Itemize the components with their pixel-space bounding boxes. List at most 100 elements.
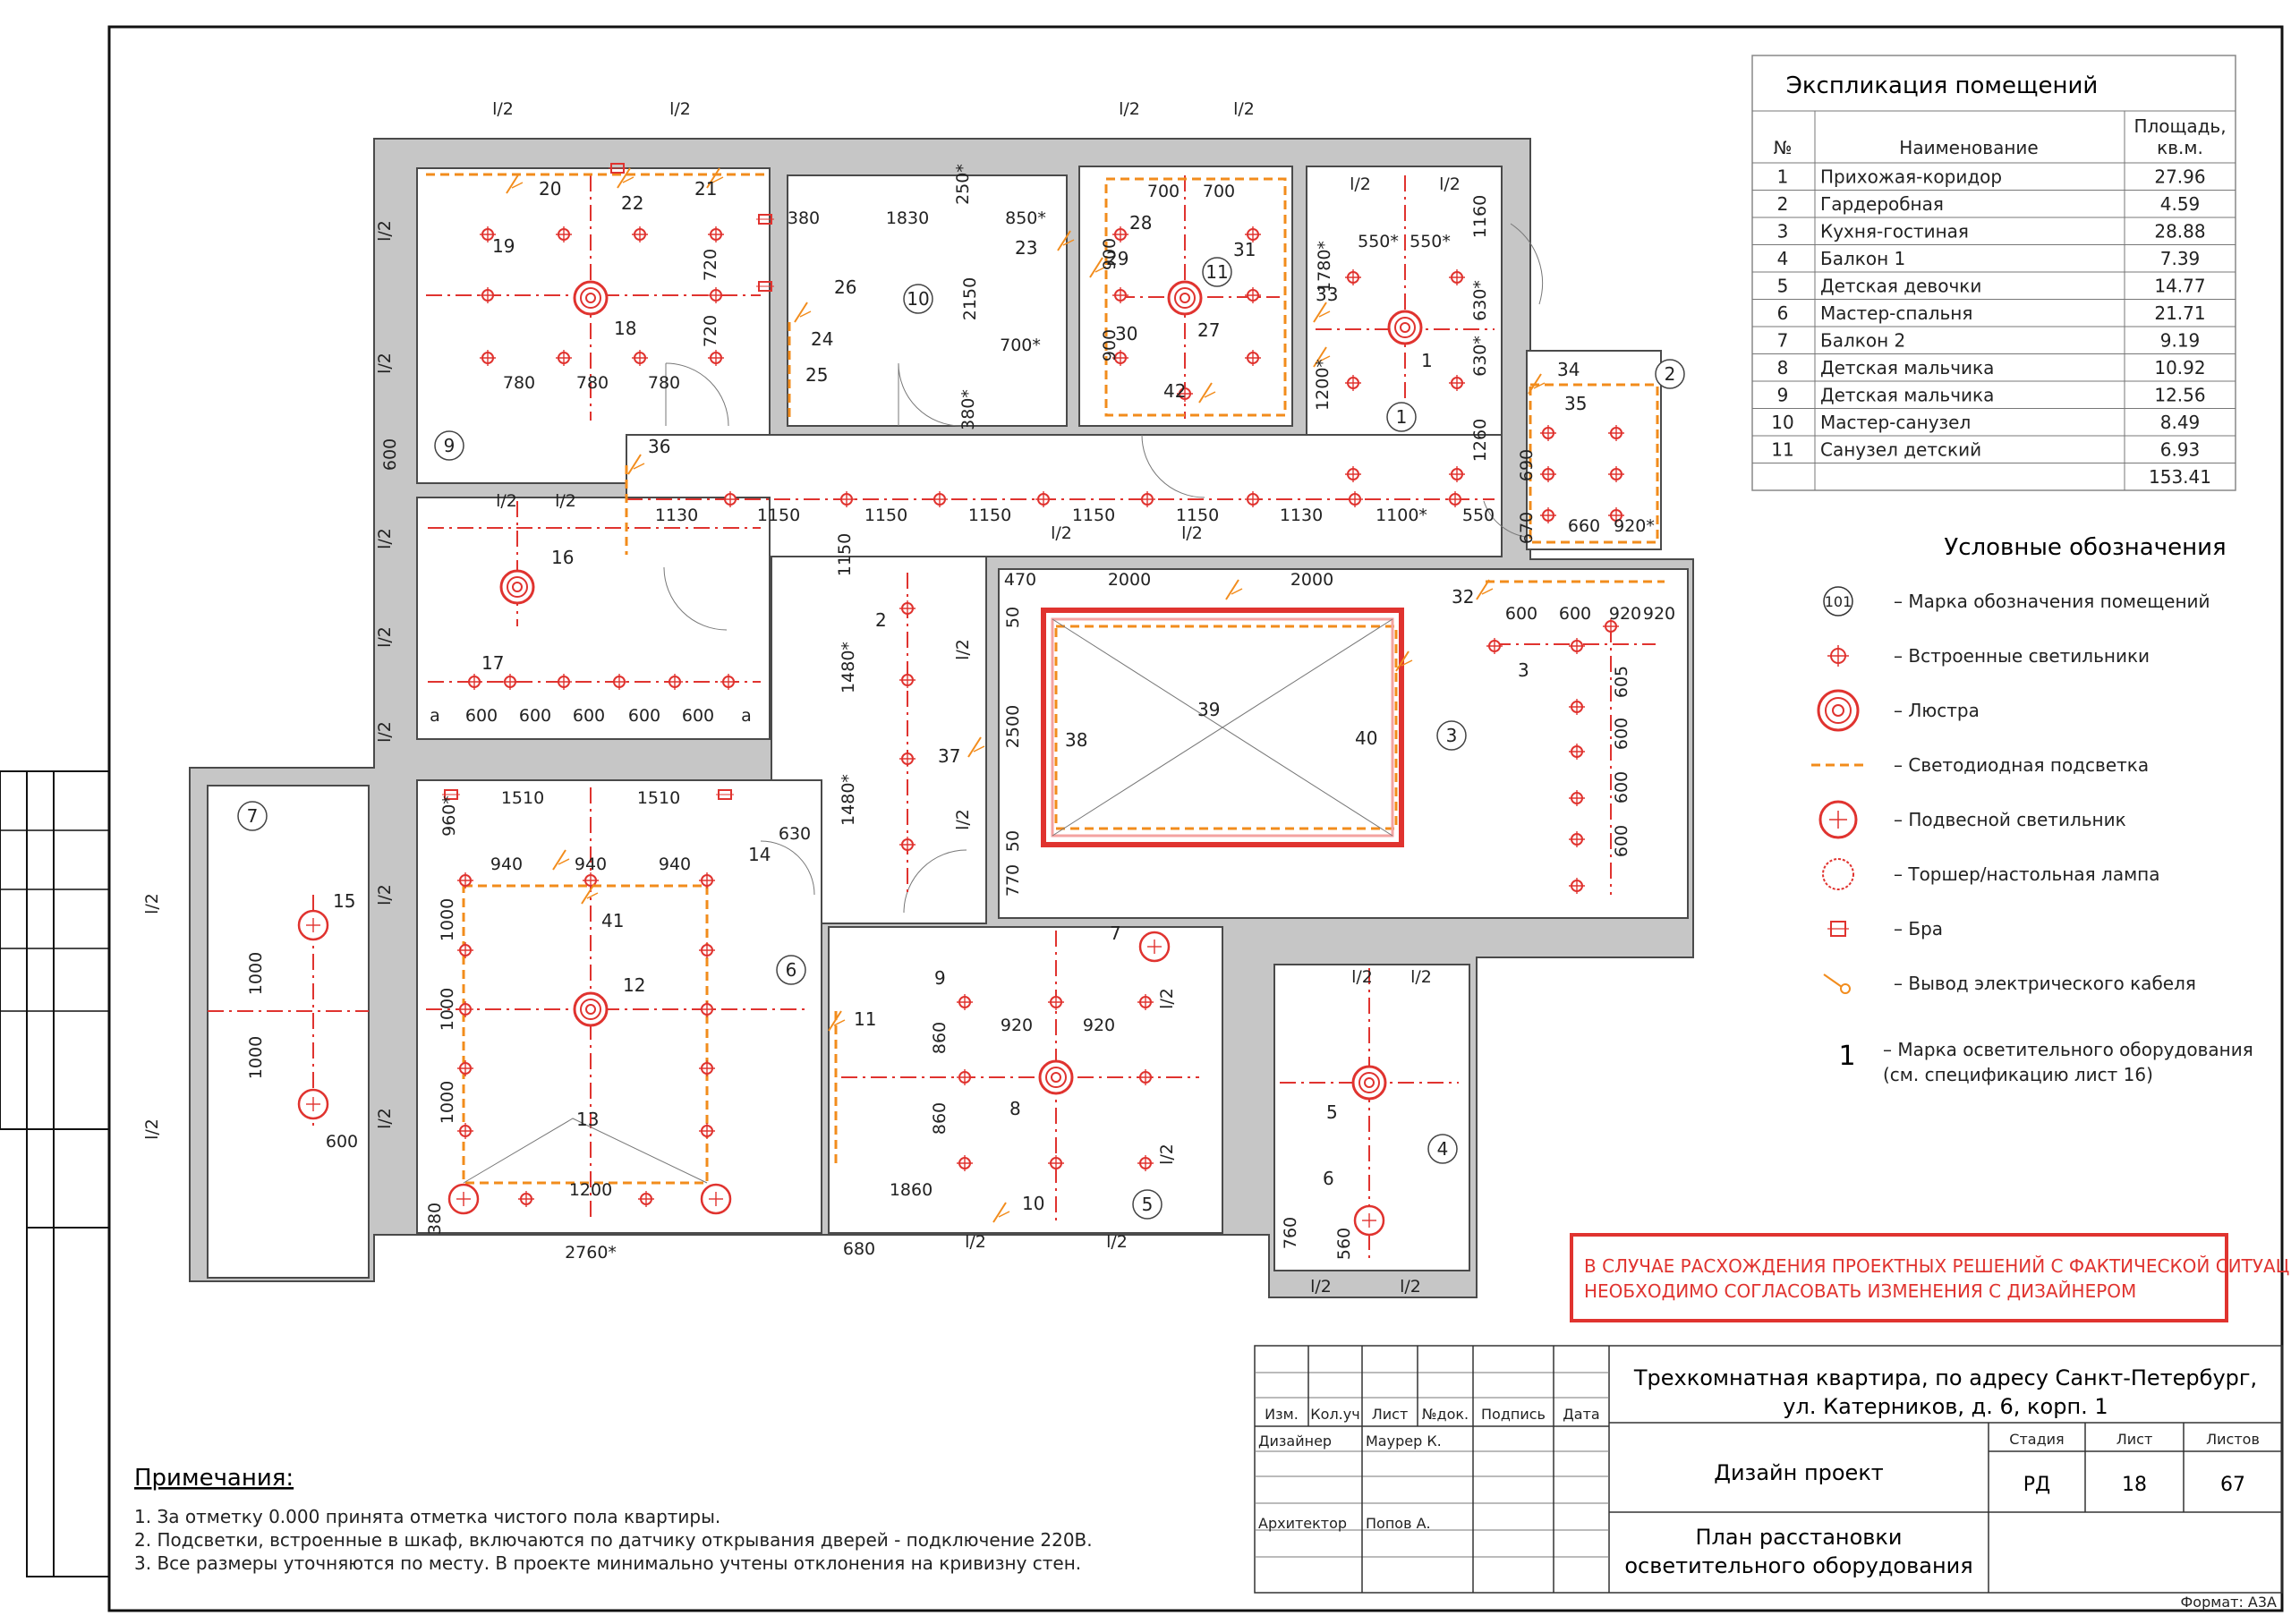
dimension-label: 1160	[1470, 195, 1490, 238]
explication-row-area: 14.77	[2154, 276, 2205, 297]
dimension-label: 560	[1334, 1228, 1354, 1260]
note-1: 1. За отметку 0.000 принята отметка чист…	[134, 1506, 720, 1527]
dimension-label: 2760*	[565, 1243, 617, 1263]
dimension-label: 1150	[757, 506, 800, 525]
recessed-light-icon	[1112, 226, 1128, 242]
fixture-mark-33: 33	[1316, 284, 1338, 305]
cable-outlet-icon	[1313, 302, 1331, 323]
fixture-mark-16: 16	[551, 547, 574, 568]
dimension-label: l/2	[669, 99, 691, 119]
dimension-label: 1150	[864, 506, 907, 525]
fixture-mark-14: 14	[748, 844, 771, 865]
dimension-label: 1000	[438, 1081, 457, 1124]
dimension-label: 920*	[1614, 516, 1655, 536]
fixture-mark-32: 32	[1452, 586, 1474, 608]
led-strips	[426, 173, 1665, 1185]
explication-col-area-2: кв.м.	[2157, 137, 2203, 158]
recessed-light-icon	[1608, 507, 1624, 523]
dimension-label: 900	[1100, 329, 1120, 361]
legend-label: – Люстра	[1894, 700, 1980, 721]
project-line-1: Трехкомнатная квартира, по адресу Санкт-…	[1633, 1365, 2257, 1390]
chandelier-icon	[1817, 689, 1860, 732]
recessed-light-icon	[1603, 618, 1619, 634]
dimension-label: 600	[1612, 825, 1631, 857]
dimension-label: 1130	[1280, 506, 1323, 525]
dimension-label: 780	[648, 373, 680, 393]
axis-half-label: l/2	[953, 639, 973, 660]
pendant-light-icon	[297, 909, 329, 941]
recessed-light-icon	[611, 674, 627, 690]
fixture-mark-29: 29	[1106, 248, 1128, 269]
recessed-light-icon	[632, 350, 648, 366]
explication-row-no: 3	[1777, 221, 1789, 242]
explication-row-no: 2	[1777, 193, 1789, 215]
col-sheets: Листов	[2206, 1431, 2260, 1448]
axis-half-label: l/2	[375, 528, 395, 549]
room-mark-circle	[1655, 359, 1685, 389]
recessed-light-icon	[480, 287, 496, 303]
explication-col-no: №	[1774, 137, 1793, 158]
fixture-mark-15: 15	[333, 890, 355, 912]
drawing-line-1: План расстановки	[1695, 1525, 1902, 1550]
fixture-mark-13: 13	[576, 1109, 599, 1130]
legend-label: – Подвесной светильник	[1894, 809, 2126, 830]
dimension-label: 1150	[1176, 506, 1219, 525]
fixture-mark-1: 1	[1421, 350, 1433, 371]
room-mark-icon: 101	[1823, 586, 1853, 616]
room-mark-sample: 101	[1825, 593, 1852, 610]
recessed-light-icon	[957, 994, 973, 1010]
room-mark-10: 10	[907, 288, 929, 310]
recessed-light-icon	[899, 672, 916, 688]
legend-label: – Светодиодная подсветка	[1894, 754, 2149, 776]
recessed-light-icon	[720, 674, 737, 690]
explication-row-no: 6	[1777, 302, 1789, 324]
dimension-label: 630*	[1470, 336, 1490, 377]
kitchen-ceiling-frame	[463, 608, 1404, 1184]
dimension-label: 600	[628, 706, 660, 726]
notes-title: Примечания:	[134, 1465, 294, 1492]
dimension-label: 2500	[1003, 705, 1023, 748]
recessed-light-icon	[957, 1069, 973, 1085]
fixture-mark-39: 39	[1197, 699, 1220, 720]
axis-half-label: l/2	[375, 220, 395, 242]
recessed-light-icon	[1447, 491, 1463, 507]
dimension-label: 600	[326, 1132, 358, 1152]
room-mark-6: 6	[786, 959, 797, 981]
binding-strip	[0, 770, 110, 1577]
fixture-mark-38: 38	[1065, 729, 1087, 751]
fixture-mark-35: 35	[1564, 393, 1587, 414]
cable-outlet-icon	[627, 454, 645, 475]
cable-outlet-icon	[617, 167, 634, 189]
fixture-mark-23: 23	[1015, 237, 1037, 259]
recessed-light-icon	[899, 837, 916, 853]
recessed-light-icon	[1608, 466, 1624, 482]
dimension-label: 1000	[438, 898, 457, 941]
fixture-mark-17: 17	[481, 652, 504, 674]
fixture-mark-27: 27	[1197, 319, 1220, 341]
recessed-light-icon	[1449, 269, 1465, 285]
dimension-label: 690	[1517, 449, 1537, 481]
recessed-light-icon	[556, 674, 572, 690]
axis-half-label: l/2	[1051, 523, 1072, 543]
recessed-light-icon	[1245, 287, 1261, 303]
cable-outlet-icon	[581, 883, 599, 905]
dimension-label: 700	[1147, 182, 1180, 201]
recessed-light-icon	[480, 350, 496, 366]
stamp-col-izm: Изм.	[1265, 1406, 1299, 1423]
recessed-light-icon	[1345, 466, 1361, 482]
explication-row-area: 4.59	[2160, 193, 2201, 215]
cable-outlet-icon	[992, 1202, 1010, 1223]
dimension-label: 1200	[569, 1180, 612, 1200]
legend-label: – Торшер/настольная лампа	[1894, 863, 2160, 885]
recessed-light-icon	[1569, 878, 1585, 894]
recessed-light-icon	[1112, 287, 1128, 303]
recessed-light-icon	[556, 350, 572, 366]
fixture-mark-21: 21	[694, 178, 717, 200]
axis-half-label: l/2	[1350, 174, 1371, 194]
stamp-col-sign: Подпись	[1481, 1406, 1546, 1423]
fixture-mark-40: 40	[1355, 727, 1377, 749]
pendant-light-icon	[1138, 931, 1171, 963]
recessed-light-icon	[1486, 638, 1503, 654]
legend-label: – Бра	[1894, 918, 1943, 940]
